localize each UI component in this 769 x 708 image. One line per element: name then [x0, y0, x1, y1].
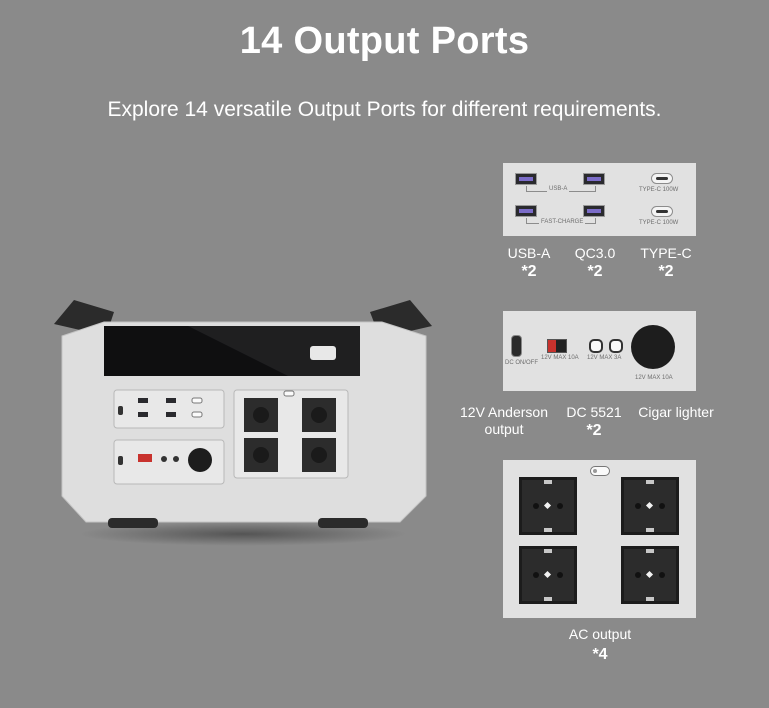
- usb-c-port-icon: [651, 173, 673, 184]
- usb-a-port-icon: [583, 173, 605, 185]
- usb-a-label: USB-A: [507, 245, 551, 261]
- ac-socket-icon: [519, 477, 577, 535]
- power-station-image: [48, 296, 438, 546]
- ac-output-label: AC output: [568, 626, 632, 642]
- ac-outlets-panel: [503, 460, 696, 618]
- type-c-panel-label-2: TYPE-C 100W: [639, 220, 679, 226]
- ac-output-count: *4: [592, 646, 608, 663]
- cigar-lighter-socket-icon: [631, 325, 675, 369]
- type-c-count: *2: [658, 263, 674, 280]
- ac-socket-icon: [621, 477, 679, 535]
- anderson-port-icon: [547, 339, 567, 353]
- qc30-label: QC3.0: [574, 245, 616, 261]
- anderson-rating: 12V MAX 10A: [541, 355, 579, 361]
- ac-switch-icon: [590, 466, 610, 476]
- dc5521-port-icon: [609, 339, 623, 353]
- usb-a-port-icon: [515, 173, 537, 185]
- dc5521-rating: 12V MAX 3A: [587, 355, 622, 361]
- usb-a-count: *2: [521, 263, 537, 280]
- qc30-count: *2: [587, 263, 603, 280]
- usb-ports-panel: USB-A TYPE-C 100W FAST-CHARGE TYPE-C 100…: [503, 163, 696, 236]
- dc-switch-label: DC ON/OFF: [505, 360, 538, 366]
- dc-ports-panel: DC ON/OFF 12V MAX 10A 12V MAX 3A 12V MAX…: [503, 311, 696, 391]
- fast-charge-port-icon: [515, 205, 537, 217]
- fast-charge-panel-label: FAST-CHARGE: [539, 219, 586, 225]
- cigar-lighter-label: Cigar lighter: [638, 404, 714, 420]
- page-subtitle: Explore 14 versatile Output Ports for di…: [107, 98, 662, 121]
- ac-socket-icon: [519, 546, 577, 604]
- dc-switch-icon: [511, 335, 522, 357]
- ac-socket-icon: [621, 546, 679, 604]
- anderson-label: 12V Anderson output: [460, 404, 548, 437]
- fast-charge-port-icon: [583, 205, 605, 217]
- dc5521-port-icon: [589, 339, 603, 353]
- type-c-panel-label-1: TYPE-C 100W: [639, 187, 679, 193]
- power-station-drawing: [54, 300, 432, 528]
- dc5521-count: *2: [586, 422, 602, 439]
- type-c-label: TYPE-C: [640, 245, 692, 261]
- cigar-rating: 12V MAX 10A: [635, 375, 673, 381]
- station-shadow: [78, 522, 408, 546]
- page-title: 14 Output Ports: [239, 20, 530, 62]
- usb-c-port-icon: [651, 206, 673, 217]
- usb-a-panel-label: USB-A: [547, 186, 570, 192]
- dc5521-label: DC 5521: [566, 404, 622, 420]
